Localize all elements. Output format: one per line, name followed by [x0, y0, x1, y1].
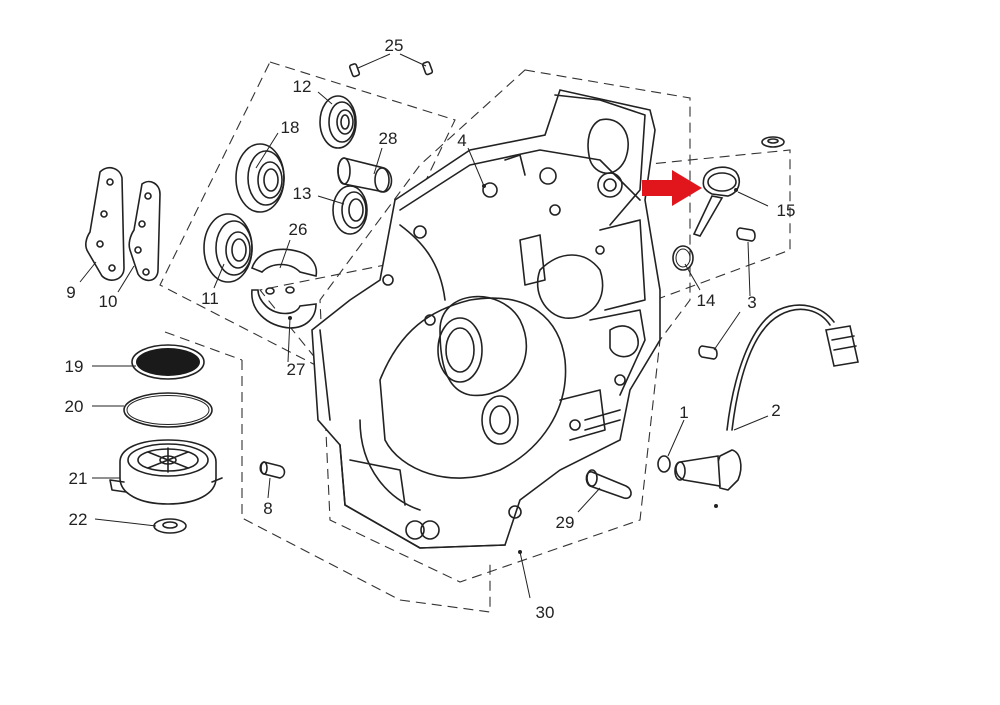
callout-labels: 1 2 3 4 8 9 10 11 12 13 14 15 18 19 20 2… [65, 36, 796, 622]
callout-15: 15 [777, 201, 796, 220]
washer-22 [153, 518, 187, 534]
oring-1 [657, 455, 671, 473]
callout-12: 12 [293, 77, 312, 96]
washer-top-right [761, 136, 785, 148]
callout-27: 27 [287, 360, 306, 379]
callout-11: 11 [201, 289, 219, 308]
callout-3: 3 [747, 293, 756, 312]
bushing-28 [337, 157, 393, 193]
callout-26: 26 [289, 220, 308, 239]
cover-21 [109, 439, 223, 505]
callout-20: 20 [65, 397, 84, 416]
sensor-2 [674, 304, 859, 508]
callout-14: 14 [697, 291, 716, 310]
shaft-29 [585, 469, 632, 500]
dowel-3 [698, 227, 756, 360]
gasket-10 [128, 180, 161, 282]
leader-lines [79, 53, 769, 599]
callout-29: 29 [556, 513, 575, 532]
highlight-arrow [642, 170, 702, 206]
dowel-pins-25 [348, 61, 434, 78]
callout-13: 13 [293, 184, 312, 203]
callout-19: 19 [65, 357, 84, 376]
callout-4: 4 [457, 131, 466, 150]
callout-10: 10 [99, 292, 118, 311]
dipstick-15 [692, 166, 741, 237]
oring-14 [672, 245, 694, 271]
callout-25: 25 [385, 36, 404, 55]
filter-19 [131, 344, 205, 380]
dowel-8 [259, 461, 286, 479]
oring-20 [123, 392, 213, 428]
bearing-12 [319, 95, 357, 149]
callout-18: 18 [281, 118, 300, 137]
callout-21: 21 [69, 469, 88, 488]
callout-9: 9 [66, 283, 75, 302]
callout-2: 2 [771, 401, 780, 420]
group-boundaries [159, 61, 791, 613]
callout-8: 8 [263, 499, 272, 518]
crankcase-half [311, 89, 661, 549]
callout-22: 22 [69, 510, 88, 529]
bearing-13 [332, 185, 368, 235]
callout-30: 30 [536, 603, 555, 622]
gasket-9 [85, 166, 125, 281]
bearing-18 [235, 143, 285, 213]
callout-28: 28 [379, 129, 398, 148]
bearing-11 [203, 213, 253, 283]
callout-1: 1 [679, 403, 688, 422]
bearing-shells-26-27 [251, 248, 318, 329]
